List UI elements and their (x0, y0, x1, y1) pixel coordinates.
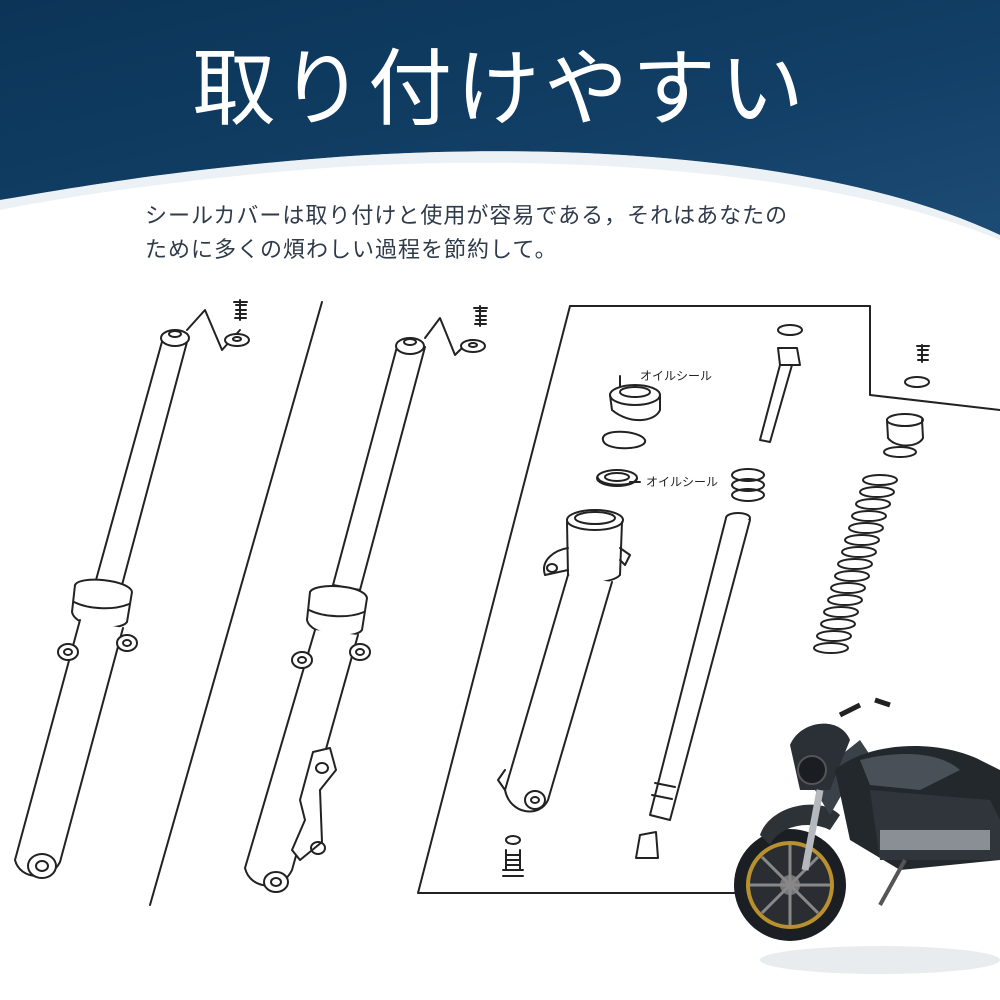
oil-seal-bottom-part (596, 469, 638, 487)
description-line-1: シールカバーは取り付けと使用が容易である，それはあなたの (145, 204, 789, 229)
retaining-clip (602, 430, 646, 450)
inner-tube (635, 512, 751, 859)
panel-divider-2 (417, 305, 756, 894)
top-bolt (904, 344, 930, 388)
fork-spring (813, 413, 924, 654)
page-title: 取り付けやすい (191, 40, 808, 138)
lower-fork-leg (497, 509, 631, 813)
motorcycle-photo (734, 697, 1000, 974)
panel-box-top (569, 305, 1000, 411)
fork-assembly-2 (244, 305, 488, 893)
header-banner (0, 0, 1000, 240)
fork-exploded-diagram: オイルシール オイルシール (14, 299, 1000, 974)
description: シールカバーは取り付けと使用が容易である，それはあなたの ために多くの煩わしい過… (145, 200, 885, 268)
damper-rod (731, 324, 803, 502)
drain-bolt (502, 835, 524, 877)
label-oil-seal-bottom: オイルシール (646, 475, 718, 489)
description-line-2: ために多くの煩わしい過程を節約して。 (145, 238, 558, 263)
panel-divider-1 (149, 301, 323, 906)
oil-seal-top-part (609, 384, 661, 422)
label-oil-seal-top: オイルシール (640, 369, 712, 383)
fork-assembly-1 (14, 299, 250, 879)
